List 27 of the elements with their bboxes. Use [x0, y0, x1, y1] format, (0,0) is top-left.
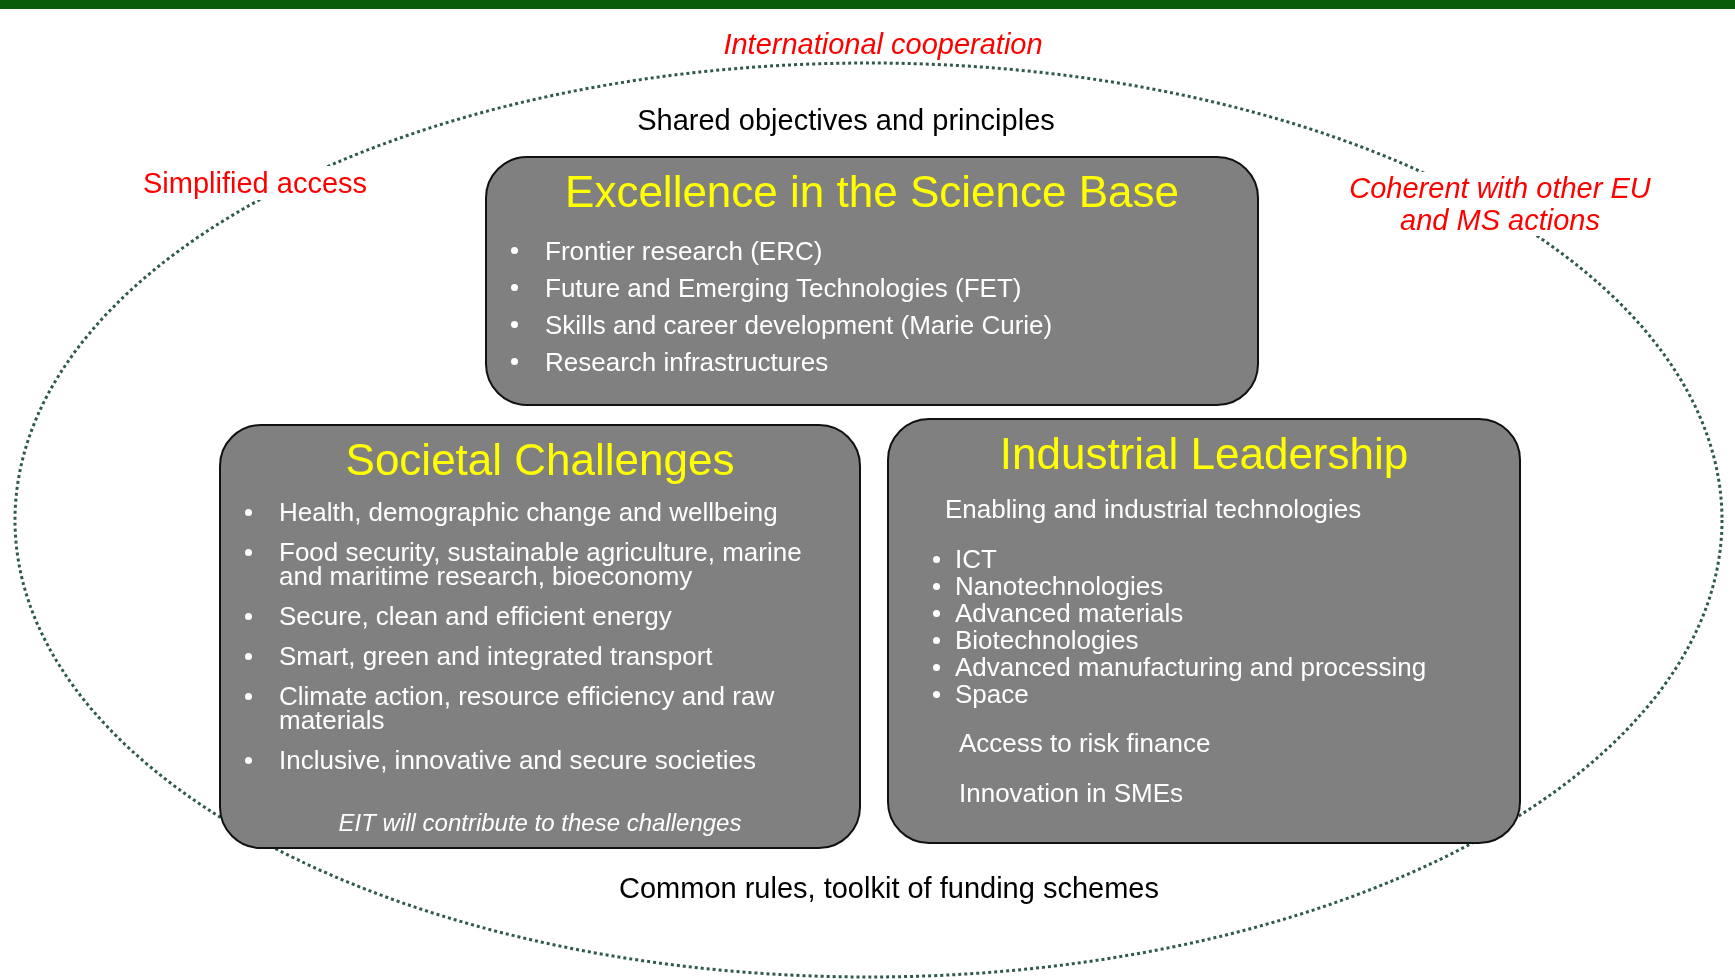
bullet-item: Frontier research (ERC) — [545, 236, 823, 266]
bullet-item: Future and Emerging Technologies (FET) — [545, 273, 1022, 303]
bullet-item: Food security, sustainable agriculture, marine and maritime research, bioeconomy — [279, 537, 802, 591]
bullet-item: Secure, clean and efficient energy — [279, 601, 672, 631]
bullet-item: Research infrastructures — [545, 347, 829, 377]
subheading: Enabling and industrial technologies — [945, 494, 1363, 524]
caption-text: Shared objectives and principles — [637, 103, 1055, 137]
box-title: Excellence in the Science Base — [564, 166, 1180, 218]
bullet-item: Climate action, resource efficiency and raw materials — [279, 681, 775, 735]
rounded-box — [485, 156, 1259, 406]
caption-text: Common rules, toolkit of funding schemes — [619, 871, 1159, 905]
box-title: Societal Challenges — [344, 434, 736, 486]
bullet-item: Smart, green and integrated transport — [279, 641, 713, 671]
rounded-box — [219, 424, 861, 849]
note-text: EIT will contribute to these challenges — [337, 809, 743, 837]
box-title: Industrial Leadership — [998, 428, 1410, 480]
bullet-item: Biotechnologies — [955, 625, 1139, 655]
rounded-box — [887, 418, 1521, 844]
item-text: Access to risk finance — [959, 728, 1212, 758]
dotted-ellipse — [13, 61, 1724, 979]
item-text: Innovation in SMEs — [959, 778, 1184, 808]
bullet-item: Skills and career development (Marie Curie) — [545, 310, 1053, 340]
bullet-item: Nanotechnologies — [955, 571, 1164, 601]
bullet-item: Inclusive, innovative and secure societies — [279, 745, 756, 775]
bullet-item: Health, demographic change and wellbeing — [279, 497, 778, 527]
bullet-item: Space — [955, 679, 1029, 709]
bullet-item: ICT — [955, 544, 997, 574]
